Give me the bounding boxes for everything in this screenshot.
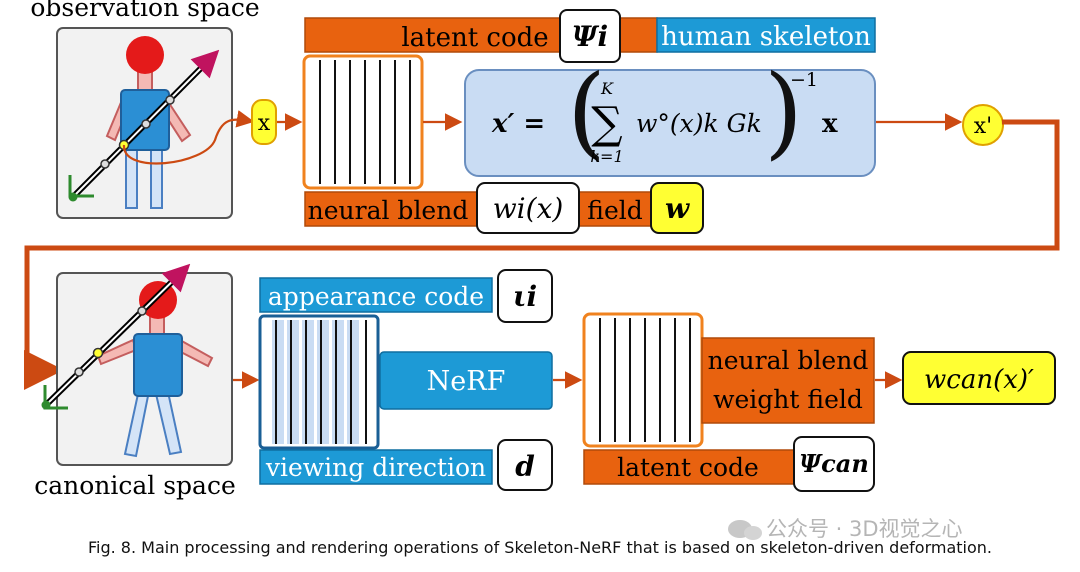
field-label: field (587, 196, 642, 225)
viewing-direction-bar (259, 449, 493, 485)
human-skeleton-label: human skeleton (661, 22, 871, 52)
nerf-label: NeRF (427, 366, 506, 397)
latent-code-label-top: latent code (401, 23, 548, 53)
watermark-text: 公众号 · 3D视觉之心 (766, 517, 963, 541)
psi-can-label: Ψcan (799, 449, 869, 478)
formula-sum-top: K (600, 79, 614, 98)
x-input-label: x (258, 111, 271, 136)
x-input-bubble (251, 99, 277, 145)
d-box (497, 439, 553, 491)
formula-lhs: x′ = (491, 109, 545, 139)
weight-field-mlp (582, 312, 704, 448)
formula-right-paren: ) (764, 53, 803, 170)
viewing-direction-label: viewing direction (265, 453, 486, 482)
arrow-xprime-to-canonical (24, 119, 1060, 390)
w-label: w (665, 192, 690, 225)
iota-i-box (497, 269, 553, 323)
canonical-space-figure (41, 263, 233, 466)
formula-exponent: −1 (790, 69, 818, 91)
iota-i-label: ιi (513, 280, 537, 313)
deformation-mlp-top (302, 54, 424, 190)
figure-caption: Fig. 8. Main processing and rendering op… (88, 538, 992, 557)
wi-x-box (476, 182, 580, 234)
appearance-code-label: appearance code (268, 282, 484, 311)
psi-i-box (559, 9, 621, 63)
observation-space-figure (56, 27, 233, 219)
x-prime-bubble (962, 104, 1004, 146)
nerf-box (379, 351, 553, 410)
neural-blend-label: neural blend (308, 196, 469, 225)
appearance-code-bar (259, 277, 493, 313)
formula-sum-bottom: k=1 (590, 147, 623, 166)
observation-space-label: observation space (30, 0, 259, 22)
formula-term: w°(x)k Gk (636, 109, 762, 138)
psi-can-box (793, 436, 875, 492)
psi-i-label: Ψi (572, 20, 608, 53)
wi-x-label: wi(x) (493, 192, 564, 225)
w-box (650, 182, 704, 234)
formula-box (464, 69, 876, 177)
canonical-space-label: canonical space (34, 471, 236, 500)
watermark: 公众号 · 3D视觉之心 (728, 517, 963, 541)
neural-blend-weight-field-line1: neural blend (708, 346, 869, 375)
neural-blend-weight-field-box (701, 337, 875, 424)
arrow-point-to-x (122, 110, 255, 165)
w-can-box (902, 351, 1056, 405)
human-skeleton-bar (656, 17, 876, 53)
formula-left-paren: ( (567, 53, 606, 170)
latent-code-label-bottom: latent code (617, 453, 759, 482)
formula-rhs: x (822, 109, 838, 139)
neural-blend-weight-field-line2: weight field (713, 385, 863, 414)
w-can-label: wcan(x)′ (924, 365, 1034, 395)
nerf-mlp (258, 314, 380, 450)
formula-sigma: ∑ (591, 98, 622, 149)
d-label: d (515, 450, 535, 483)
x-prime-label: x' (974, 114, 992, 139)
